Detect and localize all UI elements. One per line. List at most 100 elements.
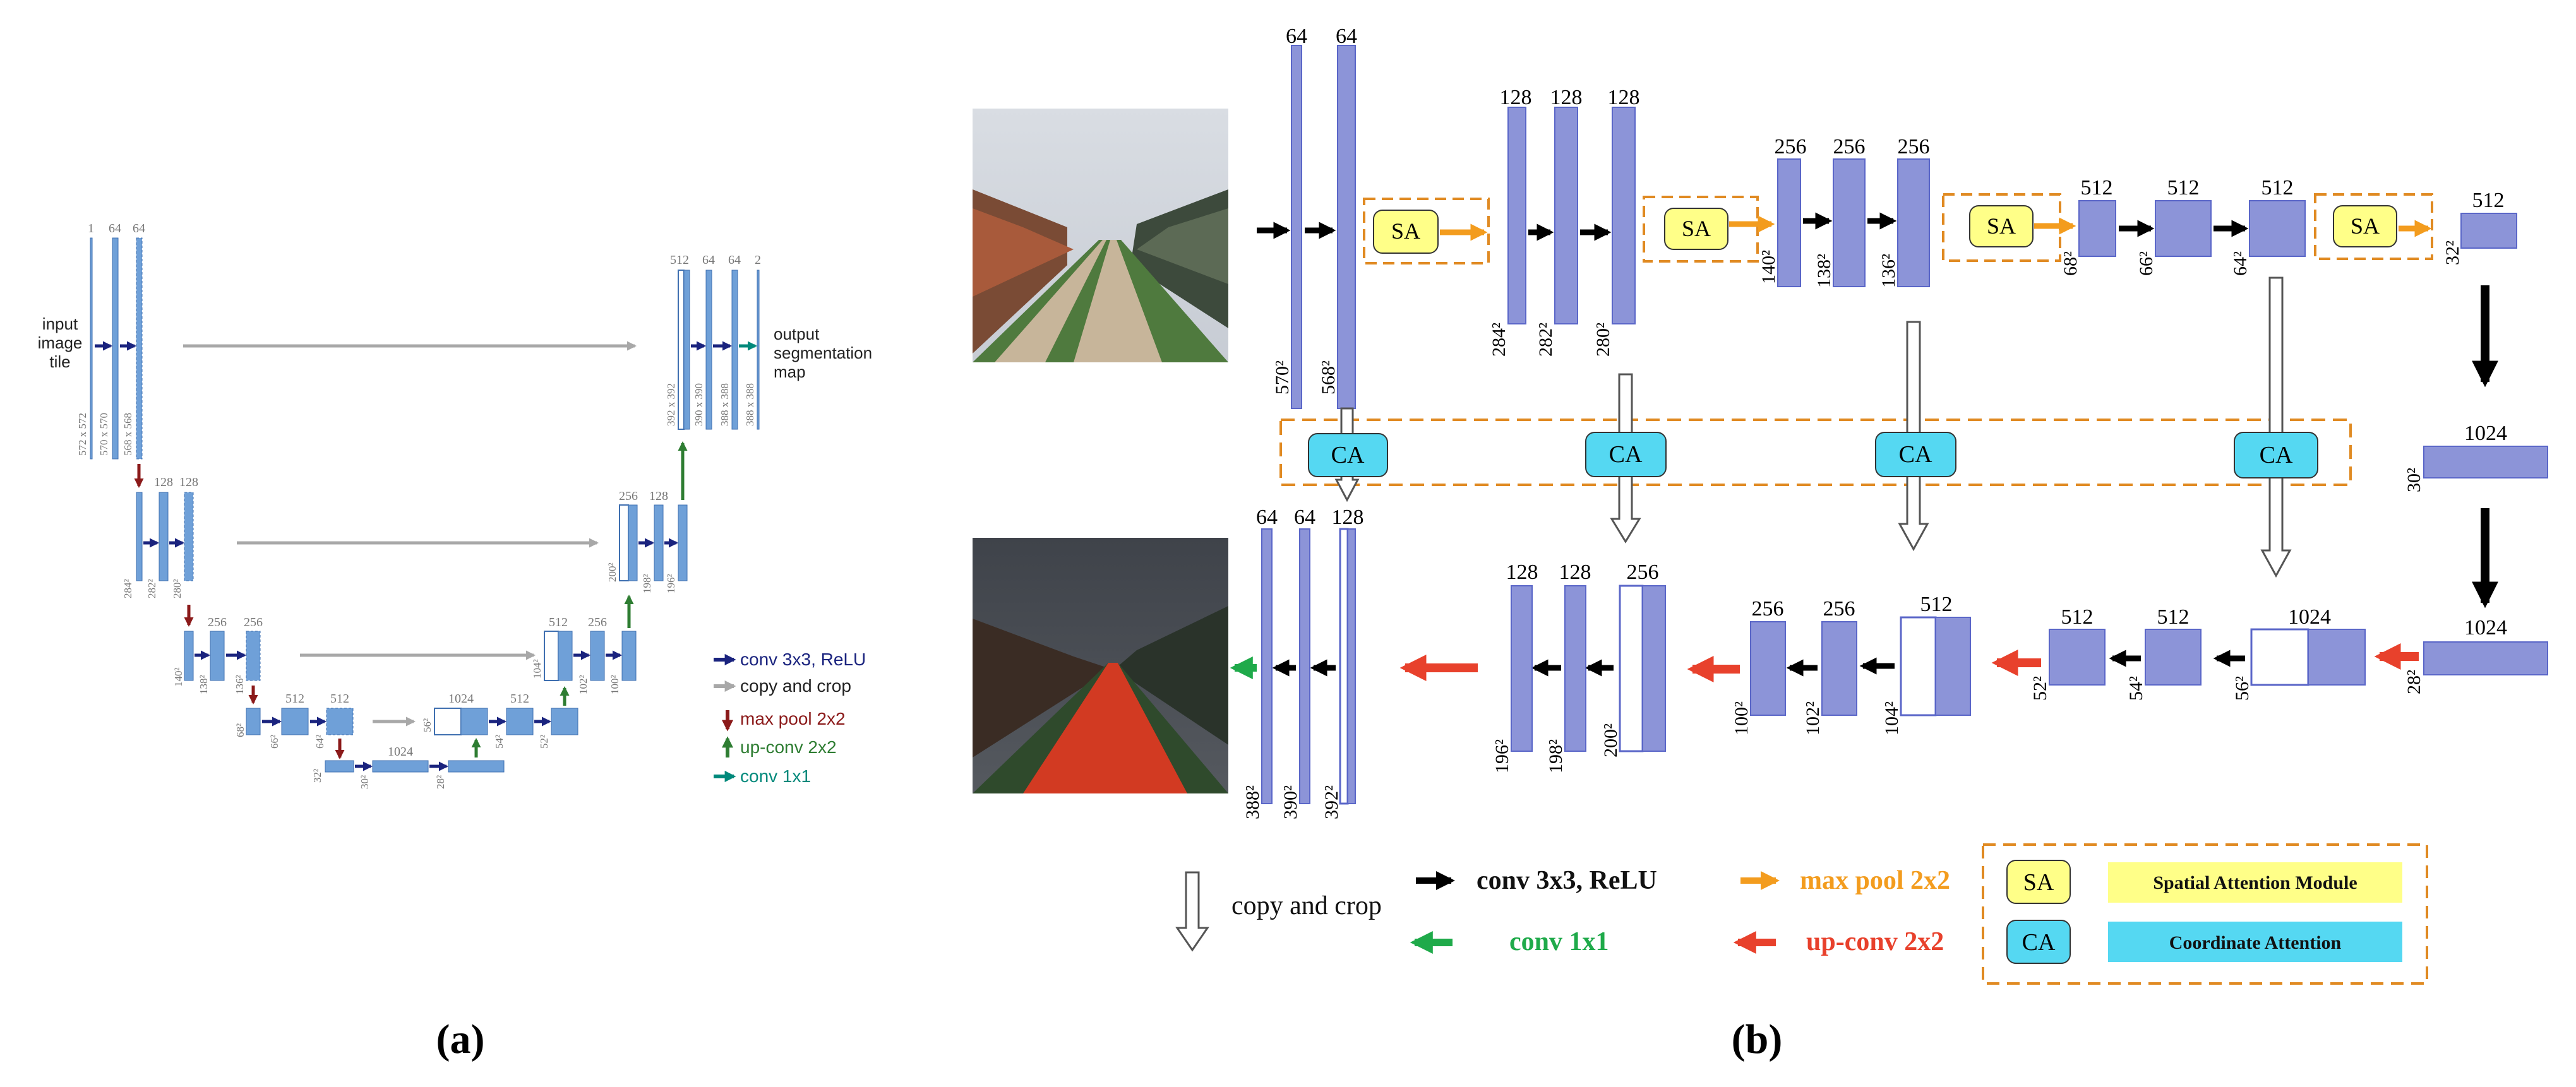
a-dec4-block3: [551, 708, 578, 735]
b-dec-sz-200: 200²: [1600, 723, 1621, 757]
b-dec-sz-196: 196²: [1492, 739, 1513, 773]
a-enc1-block3: [136, 237, 143, 460]
a-ch-256d: 256: [619, 489, 638, 503]
b-enc-ch-512d: 512: [2472, 189, 2505, 212]
b-enc3-block1: [1777, 158, 1801, 287]
panel-b-label: (b): [1732, 1016, 1783, 1062]
a-ch-64c: 64: [702, 253, 715, 267]
b-enc-sz-32: 32²: [2442, 241, 2463, 265]
legend-sa-desc-bg: [2108, 862, 2402, 903]
b-enc-ch-256a: 256: [1775, 135, 1807, 158]
a-sz-570: 570 x 570: [98, 413, 110, 456]
b-dec-ch-1024: 1024: [2288, 605, 2331, 629]
a-dec1-copy: [678, 270, 685, 430]
legend-ca-icon: [2006, 920, 2071, 964]
b-dec3-up: [1935, 617, 1971, 716]
a-enc2-block3: [184, 492, 194, 581]
b-enc-ch-256b: 256: [1833, 135, 1866, 158]
b-dec-ch-512c: 512: [1920, 593, 1953, 616]
b-enc4-block3: [2249, 200, 2306, 257]
b-enc-ch-512a: 512: [2081, 176, 2113, 199]
legend-maxpool-label: max pool 2x2: [1800, 866, 1950, 895]
sa-dashed-box-4: [2314, 193, 2433, 260]
b-dec3-block2: [1821, 621, 1857, 716]
b-bottle-ch-1024b: 1024: [2464, 616, 2507, 639]
a-bottom-block1: [325, 760, 354, 773]
b-enc-ch-128a: 128: [1500, 86, 1532, 109]
b-dec1-block2: [1299, 528, 1310, 804]
legend-ca-desc-bg: [2108, 922, 2402, 962]
a-sz-28: 28²: [434, 775, 446, 789]
input-label-line3: tile: [49, 352, 70, 371]
b-dec-sz-56: 56²: [2232, 676, 2253, 701]
b-enc-sz-570: 570²: [1272, 360, 1293, 395]
b-dec2-block2: [1564, 585, 1586, 752]
sa-dashed-box-2: [1643, 196, 1759, 263]
legend-a-maxpool-label: max pool 2x2: [740, 709, 846, 728]
a-enc4-block3: [326, 708, 354, 735]
b-enc1-block1: [1291, 45, 1302, 409]
a-enc1-block1: [90, 237, 93, 460]
output-segmentation-image: [973, 538, 1228, 793]
b-dec-sz-388: 388²: [1242, 785, 1263, 819]
b-enc-ch-256c: 256: [1898, 135, 1930, 158]
b-dec2-copy: [1619, 585, 1644, 752]
a-output-block: [757, 270, 760, 430]
panel-b-attention-unet: 64 64 570² 568² SA 128 128 128 284² 282²…: [973, 25, 2548, 1062]
a-enc3-block1: [184, 631, 194, 681]
a-enc4-block1: [246, 708, 261, 735]
sa-label-1: SA: [1391, 218, 1420, 244]
a-sz-102: 102²: [577, 675, 589, 694]
legend-a-conv-label: conv 3x3, ReLU: [740, 650, 866, 669]
a-sz-140: 140²: [172, 667, 184, 687]
a-sz-68: 68²: [234, 723, 246, 737]
a-dec3-copy: [544, 631, 559, 681]
b-dec-ch-512b: 512: [2061, 605, 2094, 629]
a-ch-512b: 512: [330, 692, 349, 706]
b-enc4-block2: [2155, 200, 2212, 257]
legend-conv1x1-label: conv 1x1: [1509, 927, 1609, 956]
ca-module-3: [1875, 432, 1956, 477]
b-dec-sz-198: 198²: [1545, 739, 1566, 773]
b-dec4-copy: [2250, 628, 2309, 686]
b-dec-sz-102: 102²: [1802, 701, 1823, 735]
b-enc-ch-512b: 512: [2167, 176, 2200, 199]
b-enc5-block: [2460, 213, 2517, 249]
a-ch-128a: 128: [154, 475, 173, 489]
b-enc-sz-280: 280²: [1593, 323, 1614, 357]
b-dec-ch-128c: 128: [1332, 506, 1364, 529]
legend-dashed-box: [1982, 843, 2428, 985]
a-sz-136: 136²: [234, 675, 246, 694]
b-dec-sz-54: 54²: [2126, 676, 2147, 701]
legend-sa-desc: Spatial Attention Module: [2153, 872, 2357, 893]
a-sz-56: 56²: [421, 718, 433, 732]
a-dec1-up: [683, 270, 690, 430]
a-ch-1024b: 1024: [448, 692, 474, 706]
b-dec-ch-256a: 256: [1823, 597, 1855, 621]
b-dec-ch-128a: 128: [1559, 561, 1591, 584]
a-sz-200: 200²: [606, 562, 618, 582]
b-dec3-copy: [1900, 616, 1937, 716]
a-sz-196: 196²: [665, 574, 677, 593]
a-dec1-block3: [731, 270, 738, 430]
b-dec-sz-52: 52²: [2030, 676, 2051, 701]
b-dec-ch-64a: 64: [1294, 506, 1315, 529]
a-sz-280: 280²: [171, 579, 183, 598]
a-sz-388b: 388 x 388: [744, 383, 756, 426]
b-enc-sz-568: 568²: [1318, 360, 1339, 395]
a-sz-66: 66²: [268, 735, 280, 749]
sa-module-1: [1373, 210, 1439, 254]
legend-a-copy-label: copy and crop: [740, 676, 851, 696]
a-enc3-block2: [210, 631, 225, 681]
a-sz-30: 30²: [359, 775, 371, 789]
ca-module-2: [1585, 432, 1667, 477]
a-sz-572: 572 x 572: [76, 413, 88, 456]
b-dec-sz-390: 390²: [1280, 785, 1301, 819]
a-ch-2: 2: [755, 253, 761, 267]
legend-upconv-label: up-conv 2x2: [1806, 927, 1944, 956]
a-ch-64b: 64: [133, 222, 145, 235]
input-image: [973, 109, 1228, 362]
b-bottleneck-block2: [2423, 641, 2548, 675]
b-dec4-up: [2308, 629, 2366, 686]
sa-module-3: [1969, 205, 2034, 247]
